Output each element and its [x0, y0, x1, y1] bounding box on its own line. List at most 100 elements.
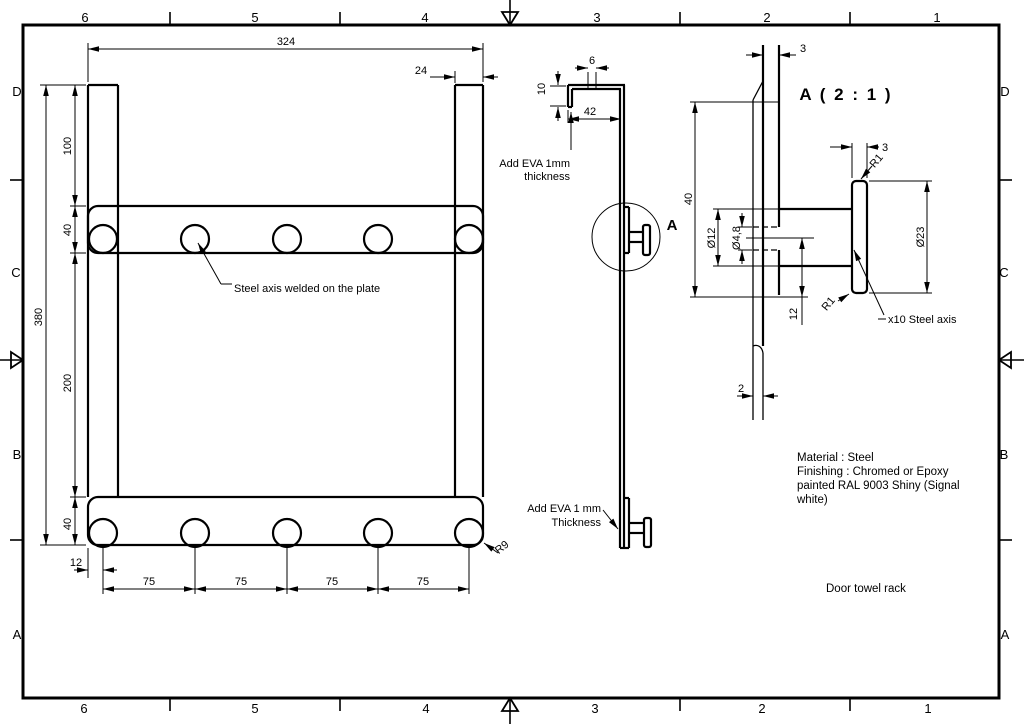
front-view-geometry	[86, 83, 485, 549]
zone-label: A	[13, 627, 22, 642]
knob-disc	[641, 223, 652, 257]
zone-label: B	[13, 447, 22, 462]
hook-axis	[87, 517, 119, 549]
zone-label: 2	[763, 10, 770, 25]
note-eva-bottom: Add EVA 1 mm Thickness	[527, 503, 619, 530]
border-rect	[21, 23, 1001, 700]
front-view-extension-lines	[40, 43, 484, 594]
dim-rail-bottom: 40	[62, 497, 78, 545]
notes-block: Material : Steel Finishing : Chromed or …	[796, 452, 960, 595]
radius-label: R9	[493, 539, 511, 557]
hook-axis	[362, 517, 394, 549]
dim-label: 100	[62, 137, 74, 155]
finishing-note: white)	[796, 494, 828, 506]
center-mark-right	[997, 350, 1024, 370]
zone-label: C	[11, 265, 20, 280]
dim-overall-height: 380	[33, 85, 49, 545]
detail-marker-label: A	[667, 217, 678, 234]
detail-circle	[591, 202, 661, 272]
dim-label: 12	[70, 557, 82, 569]
radius-callout-r1-top: R1	[860, 152, 886, 180]
dim-label: 2	[738, 383, 744, 395]
dim-overall-width: 324	[88, 36, 483, 52]
dim-hook-gap: 6	[575, 55, 609, 71]
hook-axis	[271, 517, 303, 549]
zone-label: 5	[251, 10, 258, 25]
hook-axis	[87, 223, 119, 255]
dim-label: 75	[417, 576, 429, 588]
detail-geometry	[746, 45, 869, 420]
hook-axis	[179, 517, 211, 549]
note-label: Add EVA 1 mm	[527, 503, 601, 515]
dim-label: 75	[326, 576, 338, 588]
dim-label: 3	[800, 43, 806, 55]
zone-label: 1	[924, 701, 931, 716]
note-eva-top: Add EVA 1mm thickness	[499, 112, 574, 183]
hook-axis	[362, 223, 394, 255]
dim-label: 200	[62, 374, 74, 392]
note-label: Steel axis welded on the plate	[234, 283, 380, 295]
detail-view-a: A ( 2 : 1 )	[683, 43, 957, 420]
dim-label: Ø4,8	[731, 226, 743, 250]
zone-label: 1	[933, 10, 940, 25]
dim-rail-top: 40	[62, 206, 78, 253]
dim-mid-spacing: 200	[62, 253, 78, 497]
radius-label: R1	[820, 295, 838, 313]
radius-callout-r1-bottom: R1	[820, 293, 850, 313]
hook-axis	[453, 223, 485, 255]
dim-label: 12	[788, 308, 800, 320]
note-label: x10 Steel axis	[888, 314, 957, 326]
knob-disc	[850, 179, 869, 295]
detail-view-title: A ( 2 : 1 )	[799, 85, 892, 104]
dim-label: Ø12	[706, 228, 718, 249]
dim-hook-width: 42	[568, 106, 621, 122]
detail-callout-a: A	[591, 202, 678, 272]
dim-hook-height: 40	[683, 102, 698, 297]
dim-label: Ø23	[915, 227, 927, 248]
center-mark-top	[500, 0, 520, 27]
zone-label: D	[1000, 84, 1009, 99]
zone-label: 6	[80, 701, 87, 716]
zone-label: A	[1001, 627, 1010, 642]
detail-extension-lines	[690, 101, 932, 325]
note-steel-axis: Steel axis welded on the plate	[197, 242, 380, 295]
zone-label: D	[12, 84, 21, 99]
dim-label: 42	[584, 106, 596, 118]
dim-first-hook: 12	[70, 557, 117, 573]
note-label: Thickness	[551, 517, 601, 529]
dim-label: 40	[62, 224, 74, 236]
zone-label: 5	[251, 701, 258, 716]
zone-label: 3	[593, 10, 600, 25]
dim-disc-thickness: 3	[830, 142, 888, 154]
hook-axis	[179, 223, 211, 255]
dim-label: 40	[683, 193, 695, 205]
dim-label: 75	[235, 576, 247, 588]
dim-label: 24	[415, 65, 427, 77]
note-label: thickness	[524, 171, 570, 183]
dim-bar-width: 24	[415, 65, 498, 80]
dim-label: 3	[882, 142, 888, 154]
zone-label: 4	[421, 10, 428, 25]
hook-axis	[453, 517, 485, 549]
dim-label: 380	[33, 308, 45, 326]
zone-label: C	[999, 265, 1008, 280]
dim-disc-diameter: Ø23	[915, 181, 930, 293]
dim-label: 10	[536, 83, 548, 95]
dim-label: 40	[62, 518, 74, 530]
side-view-geometry	[566, 83, 653, 550]
dim-plate-thickness: 3	[746, 43, 806, 58]
front-view: 324 24 100 40 200 40 380	[33, 36, 511, 594]
knob-disc	[642, 516, 653, 549]
finishing-note: Finishing : Chromed or Epoxy	[797, 466, 949, 478]
zone-label: 3	[591, 701, 598, 716]
zone-label: 4	[422, 701, 429, 716]
dim-stem-offset: 12	[788, 238, 805, 320]
zone-label: 2	[758, 701, 765, 716]
zone-label: 6	[81, 10, 88, 25]
top-rail	[86, 204, 485, 255]
center-mark-bottom	[500, 696, 520, 724]
note-steel-axis-count: x10 Steel axis	[853, 249, 957, 326]
side-view: A 6 10 42 Add EVA 1mm thickness	[499, 55, 678, 550]
center-mark-left	[0, 350, 25, 370]
